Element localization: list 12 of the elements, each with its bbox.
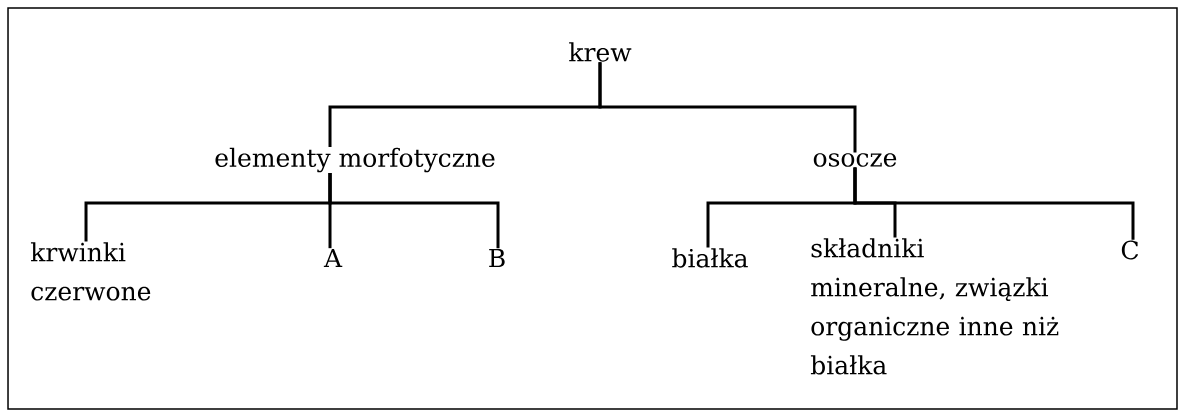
category-label: B [489, 248, 505, 268]
category-label: składniki mineralne, związki organiczne inne niż białka [810, 238, 1059, 375]
category-label: krwinki czerwone [30, 242, 151, 301]
category-label: krew [569, 42, 632, 62]
category-label: elementy morfotyczne [215, 147, 495, 173]
category-label: białka [672, 248, 748, 268]
tree-connector [598, 62, 857, 153]
tree-connector [853, 167, 1135, 240]
category-label: C [1121, 240, 1139, 260]
category-label: osocze [813, 153, 897, 167]
tree-connector [328, 172, 500, 249]
category-label: A [323, 248, 343, 268]
